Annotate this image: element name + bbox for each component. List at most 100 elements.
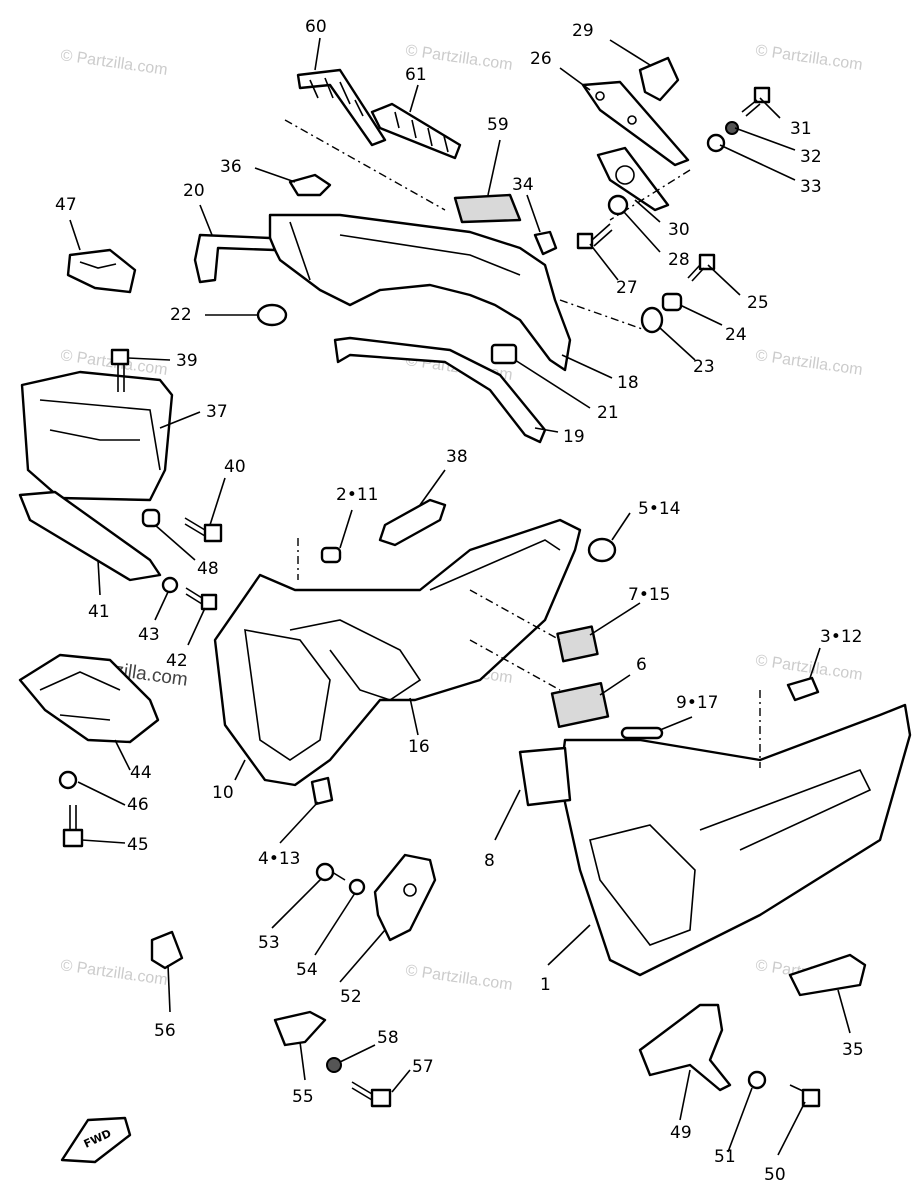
label-59: 59 <box>487 115 509 135</box>
label-34: 34 <box>512 175 534 195</box>
label-10: 10 <box>212 783 234 803</box>
leader-lines <box>69 37 851 1156</box>
part-49-bracket <box>638 1003 732 1092</box>
part-28-grommet <box>607 194 629 216</box>
forward-arrow: FWD <box>60 1116 132 1164</box>
label-47: 47 <box>55 195 77 215</box>
label-29: 29 <box>572 21 594 41</box>
part-labels: 60 61 29 26 31 32 33 59 36 34 30 28 27 2… <box>55 17 864 1185</box>
part-32-washer <box>725 121 739 135</box>
leader-60-61 <box>284 119 446 211</box>
label-27: 27 <box>616 278 638 298</box>
label-57: 57 <box>412 1057 434 1077</box>
label-22: 22 <box>170 305 192 325</box>
label-6: 6 <box>636 655 647 675</box>
part-9-17-decal <box>620 726 664 740</box>
label-5-14: 5•14 <box>638 499 680 519</box>
label-51: 51 <box>714 1147 736 1167</box>
part-25-bolt <box>687 253 716 282</box>
part-10-side-cover <box>213 518 582 787</box>
part-19-grab-bar <box>333 336 547 444</box>
label-2-11: 2•11 <box>336 485 378 505</box>
part-57-bolt <box>351 1081 392 1108</box>
label-37: 37 <box>206 402 228 422</box>
part-54-washer <box>348 878 366 896</box>
part-53-bolt <box>315 862 346 882</box>
part-26-plate <box>581 80 690 167</box>
label-3-12: 3•12 <box>820 627 862 647</box>
label-36: 36 <box>220 157 242 177</box>
label-26: 26 <box>530 49 552 69</box>
part-46-washer <box>58 770 78 790</box>
part-50-bolt <box>789 1084 821 1108</box>
label-50: 50 <box>764 1165 786 1185</box>
part-45-bolt <box>62 805 84 848</box>
part-42-bolt <box>185 587 218 611</box>
label-58: 58 <box>377 1028 399 1048</box>
part-27-bolt <box>576 223 613 250</box>
part-61-bracket <box>370 102 462 160</box>
part-36-clip <box>288 173 332 197</box>
part-5-14-damper <box>587 537 617 563</box>
watermark: © Partzilla.com <box>404 962 513 994</box>
part-3-12-damper <box>786 676 820 702</box>
part-40-bolt <box>184 517 223 543</box>
part-8-emblem <box>518 746 572 807</box>
part-59-decal <box>453 193 522 224</box>
label-55: 55 <box>292 1087 314 1107</box>
label-18: 18 <box>617 373 639 393</box>
part-23-grommet <box>640 306 664 334</box>
watermark: © Partzilla.com <box>59 47 168 79</box>
label-25: 25 <box>747 293 769 313</box>
label-61: 61 <box>405 65 427 85</box>
part-18-seat-cover <box>268 213 572 372</box>
part-58-collar <box>326 1057 342 1073</box>
label-53: 53 <box>258 933 280 953</box>
label-31: 31 <box>790 119 812 139</box>
watermark: © Partzilla.com <box>754 42 863 74</box>
part-34-screw <box>533 230 558 256</box>
label-40: 40 <box>224 457 246 477</box>
part-51-washer <box>747 1070 767 1090</box>
label-42: 42 <box>166 651 188 671</box>
part-38-emblem <box>378 498 447 547</box>
leader-right-top <box>559 169 691 331</box>
part-55-clip <box>273 1010 327 1047</box>
label-9-17: 9•17 <box>676 693 718 713</box>
label-46: 46 <box>127 795 149 815</box>
label-54: 54 <box>296 960 318 980</box>
part-20-rail <box>193 233 277 284</box>
label-1: 1 <box>540 975 551 995</box>
label-24: 24 <box>725 325 747 345</box>
part-56-clip <box>150 930 184 970</box>
label-38: 38 <box>446 447 468 467</box>
part-31-bolt <box>741 86 771 117</box>
part-41-band <box>18 490 162 582</box>
part-30-bracket <box>596 146 670 212</box>
part-52-bracket <box>373 853 437 942</box>
label-32: 32 <box>800 147 822 167</box>
label-23: 23 <box>693 357 715 377</box>
part-7-15-decal <box>556 625 599 663</box>
part-44-bracket <box>18 653 160 744</box>
part-29-cap <box>638 56 680 102</box>
label-45: 45 <box>127 835 149 855</box>
label-52: 52 <box>340 987 362 1007</box>
label-48: 48 <box>197 559 219 579</box>
part-24-collar <box>661 292 683 312</box>
label-43: 43 <box>138 625 160 645</box>
label-16: 16 <box>408 737 430 757</box>
part-33-washer <box>706 133 726 153</box>
part-35-plate <box>788 953 867 997</box>
label-33: 33 <box>800 177 822 197</box>
part-43-washer <box>161 576 179 594</box>
label-49: 49 <box>670 1123 692 1143</box>
part-60-bracket <box>296 68 387 147</box>
leader-10-right <box>469 589 561 691</box>
label-21: 21 <box>597 403 619 423</box>
part-6-decal <box>550 681 610 729</box>
watermark: © Partzilla.com <box>754 347 863 379</box>
label-28: 28 <box>668 250 690 270</box>
label-39: 39 <box>176 351 198 371</box>
